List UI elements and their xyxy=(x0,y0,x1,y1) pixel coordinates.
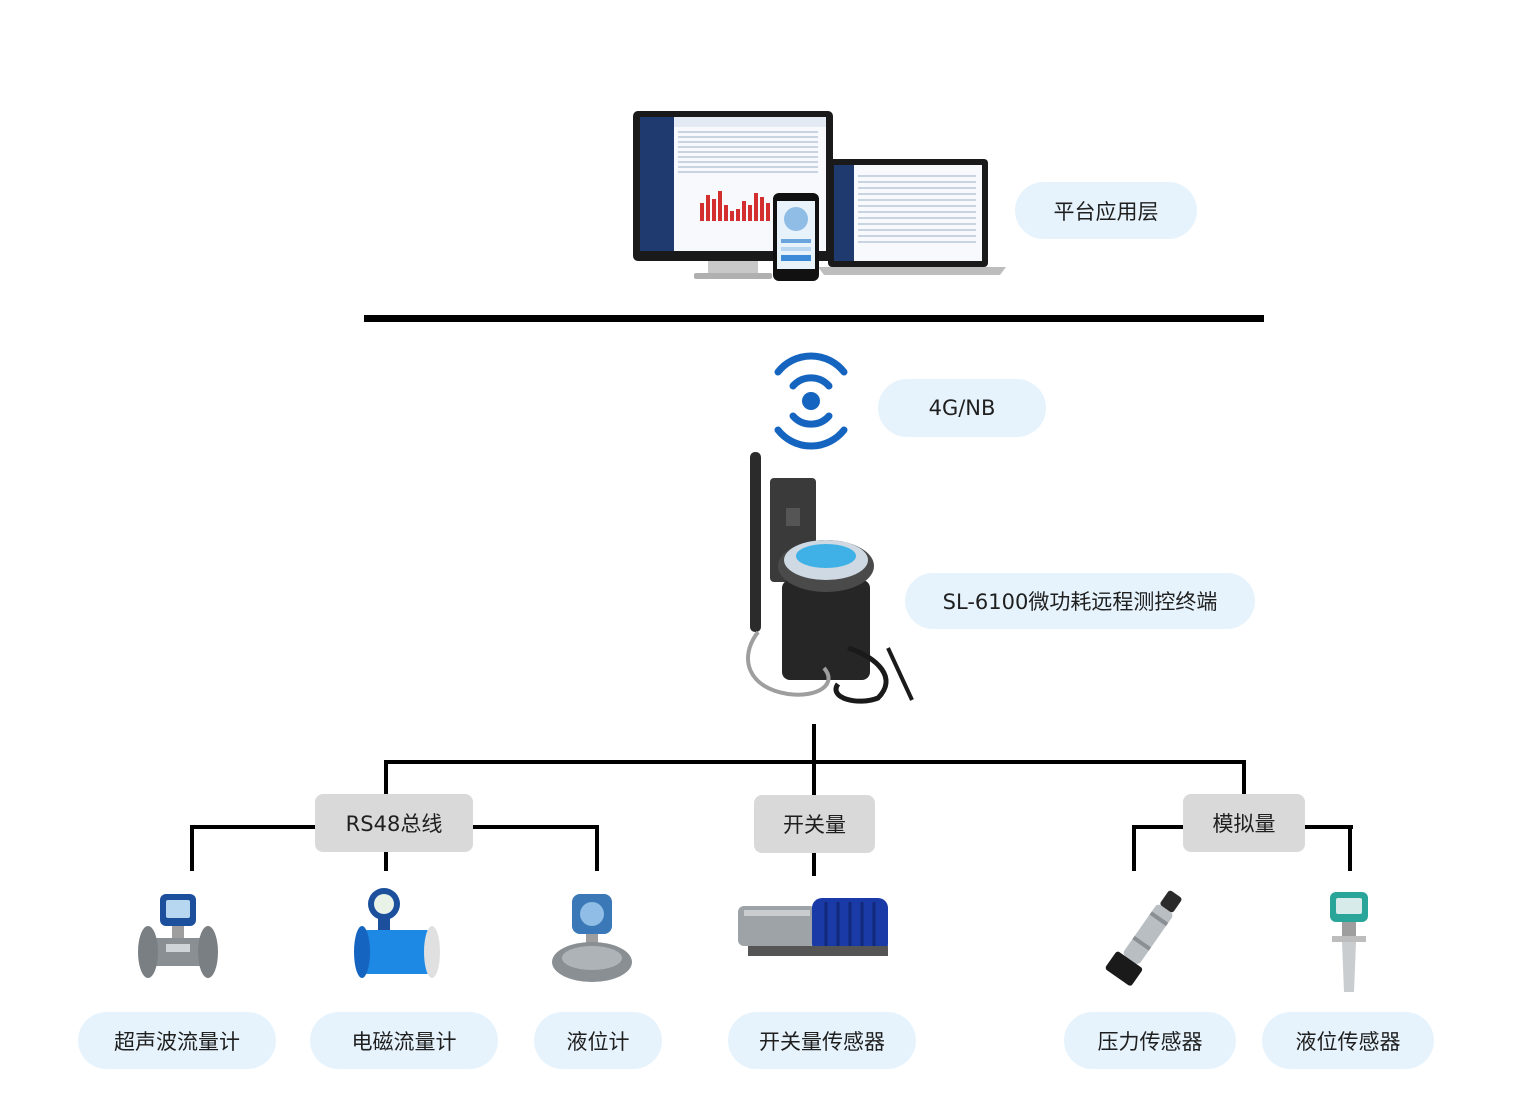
device-label-electromagnetic: 电磁流量计 xyxy=(310,1012,498,1069)
terminal-label: SL-6100微功耗远程测控终端 xyxy=(905,573,1255,629)
network-separator-bar xyxy=(364,315,1264,322)
rs485-group-label: RS48总线 xyxy=(315,794,473,852)
analog-right-drop xyxy=(1348,825,1352,871)
switch-drop-line xyxy=(812,760,816,796)
analog-left-branch xyxy=(1132,825,1185,829)
pressure-sensor-icon xyxy=(1098,882,1190,998)
rs485-drop-line xyxy=(384,760,388,796)
rs485-right-drop xyxy=(595,825,599,871)
device-label-pressure-sensor: 压力传感器 xyxy=(1064,1012,1236,1069)
switch-center-drop xyxy=(812,852,816,876)
level-meter-icon xyxy=(550,888,634,988)
platform-layer-label: 平台应用层 xyxy=(1015,182,1197,239)
analog-drop-line xyxy=(1242,760,1246,796)
network-label: 4G/NB xyxy=(878,379,1046,437)
device-label-ultrasonic: 超声波流量计 xyxy=(78,1012,276,1069)
device-label-level-sensor: 液位传感器 xyxy=(1262,1012,1434,1069)
rtu-terminal-device-icon xyxy=(728,448,918,710)
electromagnetic-flowmeter-icon xyxy=(352,882,442,986)
trunk-line xyxy=(812,724,816,764)
level-sensor-icon xyxy=(1324,888,1374,996)
rs485-left-drop xyxy=(190,825,194,871)
switch-group-label: 开关量 xyxy=(754,795,875,853)
device-label-level-meter: 液位计 xyxy=(534,1012,662,1069)
switch-sensor-pump-icon xyxy=(734,890,892,966)
platform-devices-icon xyxy=(628,105,1008,305)
rs485-right-branch xyxy=(471,825,599,829)
rs485-left-branch xyxy=(190,825,317,829)
wireless-signal-icon xyxy=(770,352,852,450)
rs485-center-drop xyxy=(384,851,388,871)
device-label-switch-sensor: 开关量传感器 xyxy=(728,1012,916,1069)
analog-left-drop xyxy=(1132,825,1136,871)
ultrasonic-flowmeter-icon xyxy=(136,888,220,988)
analog-group-label: 模拟量 xyxy=(1183,794,1305,852)
analog-right-branch xyxy=(1303,825,1353,829)
